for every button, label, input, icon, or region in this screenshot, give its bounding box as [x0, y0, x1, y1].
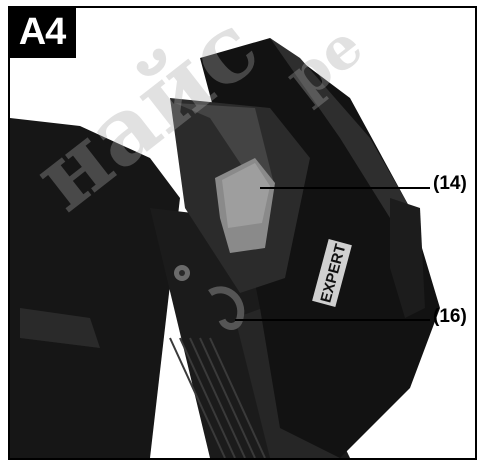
machine-left-vents [20, 308, 100, 348]
tool-photo: EXPERT [10, 8, 475, 458]
machine-left-body [10, 118, 180, 458]
callout-16-label: (16) [433, 306, 467, 327]
screw-head-inner [179, 270, 185, 276]
locking-lever [208, 286, 245, 330]
figure-frame: EXPERT найс ре [8, 6, 477, 460]
callout-14-label: (14) [433, 173, 467, 194]
release-button-face [222, 163, 270, 228]
side-bracket [390, 198, 425, 318]
battery-pack-edge [270, 38, 410, 218]
figure-label-badge: A4 [8, 6, 76, 58]
rail-ribs [169, 337, 266, 458]
